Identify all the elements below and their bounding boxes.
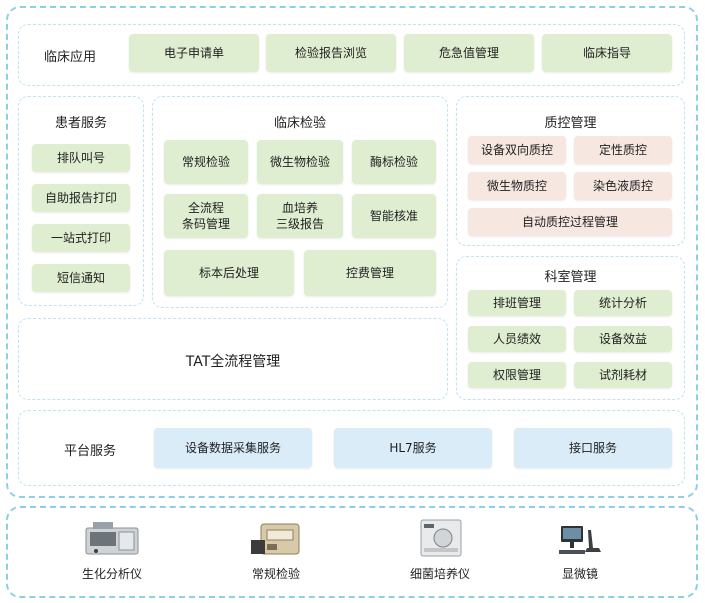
clinical-lab-item[interactable]: 标本后处理 (164, 250, 294, 296)
system-frame (6, 6, 698, 498)
bacteria-culture-icon (420, 519, 462, 557)
clinical-lab-item[interactable]: 智能核准 (352, 194, 436, 238)
tat-section (18, 318, 448, 400)
clinical-app-item[interactable]: 电子申请单 (129, 34, 259, 72)
dept-item[interactable]: 排班管理 (468, 290, 566, 316)
device-routine: 常规检验 (226, 518, 326, 582)
qc-wide-item[interactable]: 自动质控过程管理 (468, 208, 672, 236)
clinical-lab-section (152, 96, 448, 308)
platform-item[interactable]: 设备数据采集服务 (154, 428, 312, 468)
routine-analyzer-icon (251, 523, 300, 555)
dept-item[interactable]: 统计分析 (574, 290, 672, 316)
biochemistry-analyzer-icon (85, 522, 139, 555)
device-label: 常规检验 (251, 567, 300, 581)
patient-service-item[interactable]: 自助报告打印 (32, 184, 130, 212)
qc-item[interactable]: 设备双向质控 (468, 136, 566, 164)
platform-section (18, 410, 685, 486)
device-microscope: 显微镜 (540, 518, 620, 582)
dept-item[interactable]: 设备效益 (574, 326, 672, 352)
device-biochemistry: 生化分析仪 (62, 518, 162, 582)
clinical-app-item[interactable]: 危急值管理 (404, 34, 534, 72)
qc-item[interactable]: 微生物质控 (468, 172, 566, 200)
clinical-lab-item[interactable]: 酶标检验 (352, 140, 436, 184)
clinical-lab-title: 临床检验 (273, 116, 326, 131)
clinical-lab-item[interactable]: 血培养 三级报告 (257, 194, 343, 238)
clinical-app-item[interactable]: 临床指导 (542, 34, 672, 72)
device-bacteria-culture: 细菌培养仪 (390, 518, 490, 582)
qc-item[interactable]: 染色液质控 (574, 172, 672, 200)
qc-section (456, 96, 685, 246)
device-label: 细菌培养仪 (409, 567, 470, 581)
qc-title: 质控管理 (544, 116, 597, 131)
tat-title: TAT全流程管理 (185, 354, 281, 370)
dept-section (456, 256, 685, 400)
clinical-app-item[interactable]: 检验报告浏览 (266, 34, 396, 72)
qc-item[interactable]: 定性质控 (574, 136, 672, 164)
clinical-lab-item[interactable]: 全流程 条码管理 (164, 194, 248, 238)
platform-item[interactable]: 接口服务 (514, 428, 672, 468)
platform-title: 平台服务 (64, 444, 117, 459)
dept-item[interactable]: 权限管理 (468, 362, 566, 388)
clinical-lab-item[interactable]: 控费管理 (304, 250, 436, 296)
platform-item[interactable]: HL7服务 (334, 428, 492, 468)
device-frame (6, 506, 698, 598)
clinical-lab-item[interactable]: 微生物检验 (257, 140, 343, 184)
dept-title: 科室管理 (544, 270, 597, 285)
dept-item[interactable]: 人员绩效 (468, 326, 566, 352)
clinical-app-section (18, 24, 685, 86)
device-label: 显微镜 (561, 567, 598, 581)
patient-service-title: 患者服务 (54, 116, 107, 131)
clinical-app-title: 临床应用 (44, 50, 97, 65)
patient-service-item[interactable]: 短信通知 (32, 264, 130, 292)
dept-item[interactable]: 试剂耗材 (574, 362, 672, 388)
microscope-icon (559, 526, 601, 554)
patient-service-item[interactable]: 排队叫号 (32, 144, 130, 172)
clinical-lab-item[interactable]: 常规检验 (164, 140, 248, 184)
patient-service-item[interactable]: 一站式打印 (32, 224, 130, 252)
patient-service-section (18, 96, 144, 306)
device-label: 生化分析仪 (81, 567, 142, 581)
